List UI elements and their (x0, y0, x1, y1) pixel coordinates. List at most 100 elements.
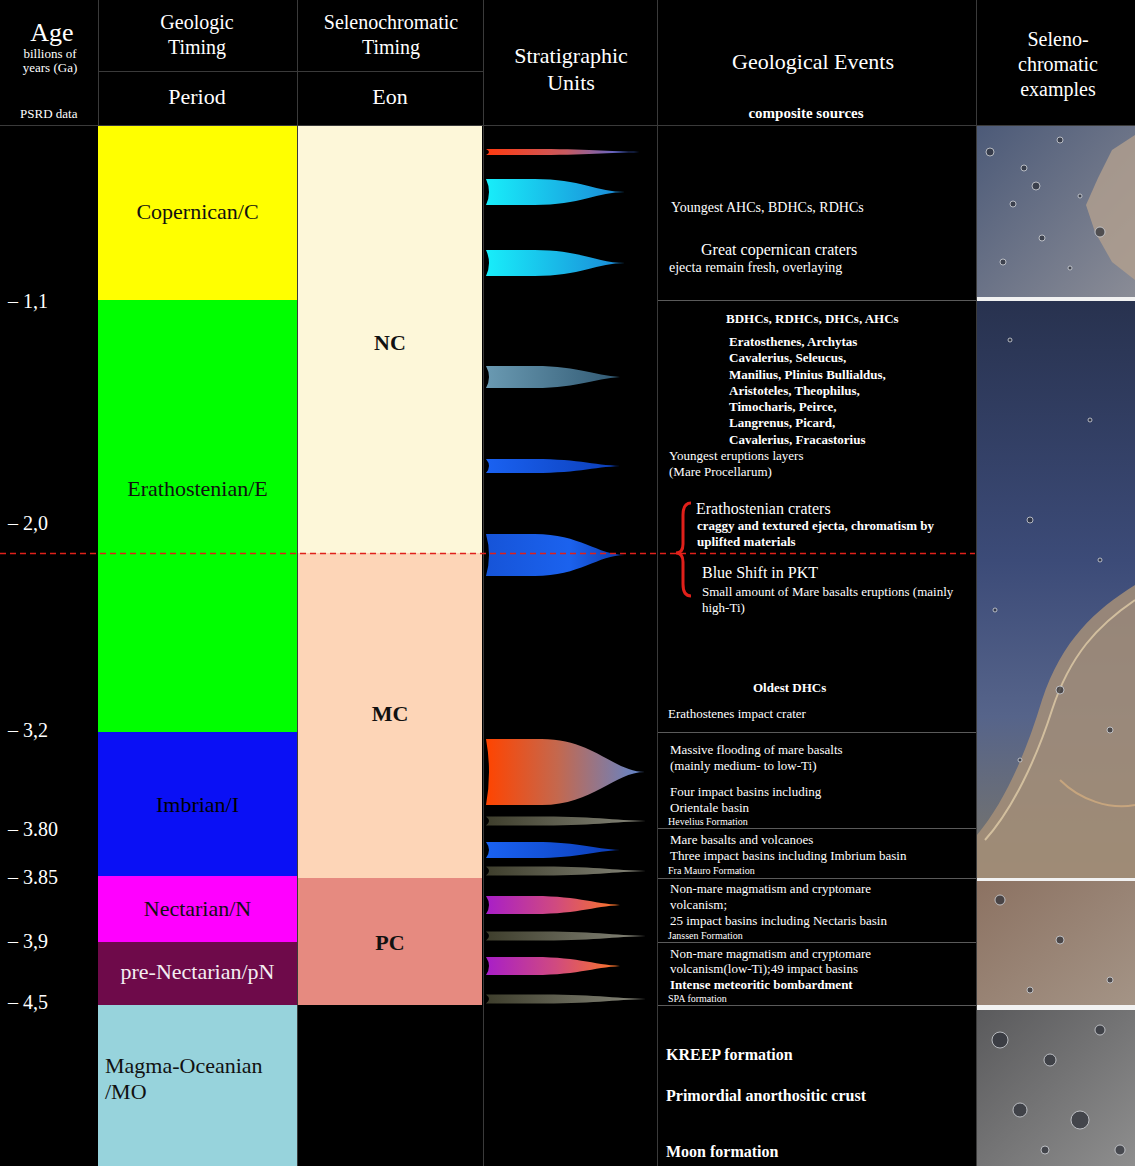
ridge-line (985, 600, 1135, 840)
event-text: KREEP formation (666, 1045, 972, 1064)
crater-mark (1115, 1145, 1125, 1155)
lunar-photo (977, 1010, 1135, 1166)
label-slot: Geologic Timing (137, 10, 257, 60)
crater-mark (993, 608, 997, 612)
label-slot: – 3.85 (8, 865, 96, 889)
label-slot: Age (5, 17, 99, 48)
label-slot: Three impact basins including Imbrium ba… (670, 848, 972, 864)
label-slot: 25 impact basins including Nectaris basi… (670, 913, 972, 929)
event-text: SPA formation (668, 993, 972, 1004)
eon-band: MC (298, 553, 482, 878)
crater-mark (986, 148, 994, 156)
label-slot: Blue Shift in PKT (702, 563, 972, 582)
period-band: pre-Nectarian/pN (98, 942, 297, 1005)
crater-mark (1056, 936, 1064, 944)
event-text: Youngest eruptions layers (Mare Procella… (669, 448, 837, 480)
stratigraphic-wedge (486, 534, 625, 576)
event-text: Four impact basins including Orientale b… (670, 784, 865, 816)
label-slot: Stratigraphic Units (491, 42, 651, 96)
column-header: Selenochromatic Timing (302, 10, 480, 60)
label-slot: Fra Mauro Formation (668, 865, 972, 876)
label-slot: Great copernican craters (701, 240, 972, 259)
label-slot: Youngest AHCs, BDHCs, RDHCs (671, 199, 972, 216)
crater-mark (1095, 1025, 1105, 1035)
event-text: Blue Shift in PKT (702, 563, 972, 582)
band-label: Nectarian/N (102, 896, 293, 922)
crater-mark (1041, 1146, 1049, 1154)
crater-mark (1039, 235, 1045, 241)
crater-mark (1098, 558, 1102, 562)
column-header: composite sources (681, 104, 931, 122)
band-label: Copernican/C (102, 199, 293, 225)
period-band: Copernican/C (98, 126, 297, 300)
event-text: ejecta remain fresh, overlaying (669, 259, 972, 276)
column-header: Stratigraphic Units (491, 42, 651, 96)
crater-mark (1008, 338, 1012, 342)
band-label: pre-Nectarian/pN (102, 959, 293, 985)
photo-separator (977, 297, 1135, 301)
label-slot: SPA formation (668, 993, 972, 1004)
photo-separator (977, 1005, 1135, 1010)
period-band: Erathostenian/E (98, 300, 297, 732)
crater-mark (1095, 227, 1105, 237)
label-slot: – 2,0 (8, 511, 96, 535)
crater-mark (1088, 418, 1092, 422)
event-text: Moon formation (666, 1142, 972, 1161)
period-band: Nectarian/N (98, 876, 297, 942)
crater-mark (1027, 517, 1033, 523)
label-slot: – 3.80 (8, 817, 96, 841)
label-slot: Eon (315, 84, 465, 110)
label-slot: Youngest eruptions layers (Mare Procella… (669, 448, 837, 480)
period-band: Imbrian/I (98, 732, 297, 876)
label-slot: – 1,1 (8, 289, 96, 313)
red-brace (676, 503, 691, 596)
event-text: 25 impact basins including Nectaris basi… (670, 913, 972, 929)
label-slot: Period (122, 84, 272, 110)
label-slot: Non-mare magmatism and cryptomare volcan… (670, 946, 915, 976)
crater-mark (1071, 1111, 1089, 1129)
label-slot: ejecta remain fresh, overlaying (669, 259, 972, 276)
label-slot: Selenochromatic Timing (302, 10, 480, 60)
column-header: Geologic Timing (137, 10, 257, 60)
column-header: Seleno-chromatic examples (1001, 27, 1116, 102)
label-slot: Oldest DHCs (753, 680, 972, 696)
label-slot: Mare basalts and volcanoes (670, 832, 972, 848)
stratigraphic-wedge (486, 459, 625, 473)
crater-mark (992, 1032, 1008, 1048)
stratigraphic-wedge (486, 179, 625, 205)
event-text: Primordial anorthositic crust (666, 1086, 972, 1105)
row-line (658, 942, 976, 943)
band-label: Erathostenian/E (102, 476, 293, 502)
crater-mark (1018, 758, 1022, 762)
band-label: MC (302, 701, 478, 727)
lunar-photo (977, 126, 1135, 297)
stratigraphic-wedge (486, 957, 625, 975)
band-label: Imbrian/I (102, 792, 293, 818)
band-label: NC (302, 330, 478, 356)
label-slot: – 4,5 (8, 990, 96, 1014)
label-slot: Massive flooding of mare basalts (mainly… (670, 742, 882, 774)
column-header: Period (122, 84, 272, 110)
label-slot: Non-mare magmatism and cryptomare volcan… (670, 881, 915, 913)
band-label: PC (302, 930, 478, 956)
crater-mark (1107, 727, 1113, 733)
example-images (977, 126, 1135, 1166)
lunar-photo (977, 301, 1135, 878)
event-text: Massive flooding of mare basalts (mainly… (670, 742, 882, 774)
event-text: Small amount of Mare basalts eruptions (… (702, 584, 964, 616)
event-text: Great copernican craters (701, 240, 972, 259)
age-tick: – 3,9 (8, 929, 96, 953)
label-slot: Four impact basins including Orientale b… (670, 784, 865, 816)
highland-patch (977, 585, 1135, 878)
crater-mark (1010, 201, 1016, 207)
stratigraphic-wedge (486, 867, 652, 876)
highland-patch (1086, 135, 1135, 280)
event-text: Fra Mauro Formation (668, 865, 972, 876)
label-slot: Geological Events (663, 49, 963, 75)
crater-mark (1056, 686, 1064, 694)
lunar-photo (977, 881, 1135, 1005)
